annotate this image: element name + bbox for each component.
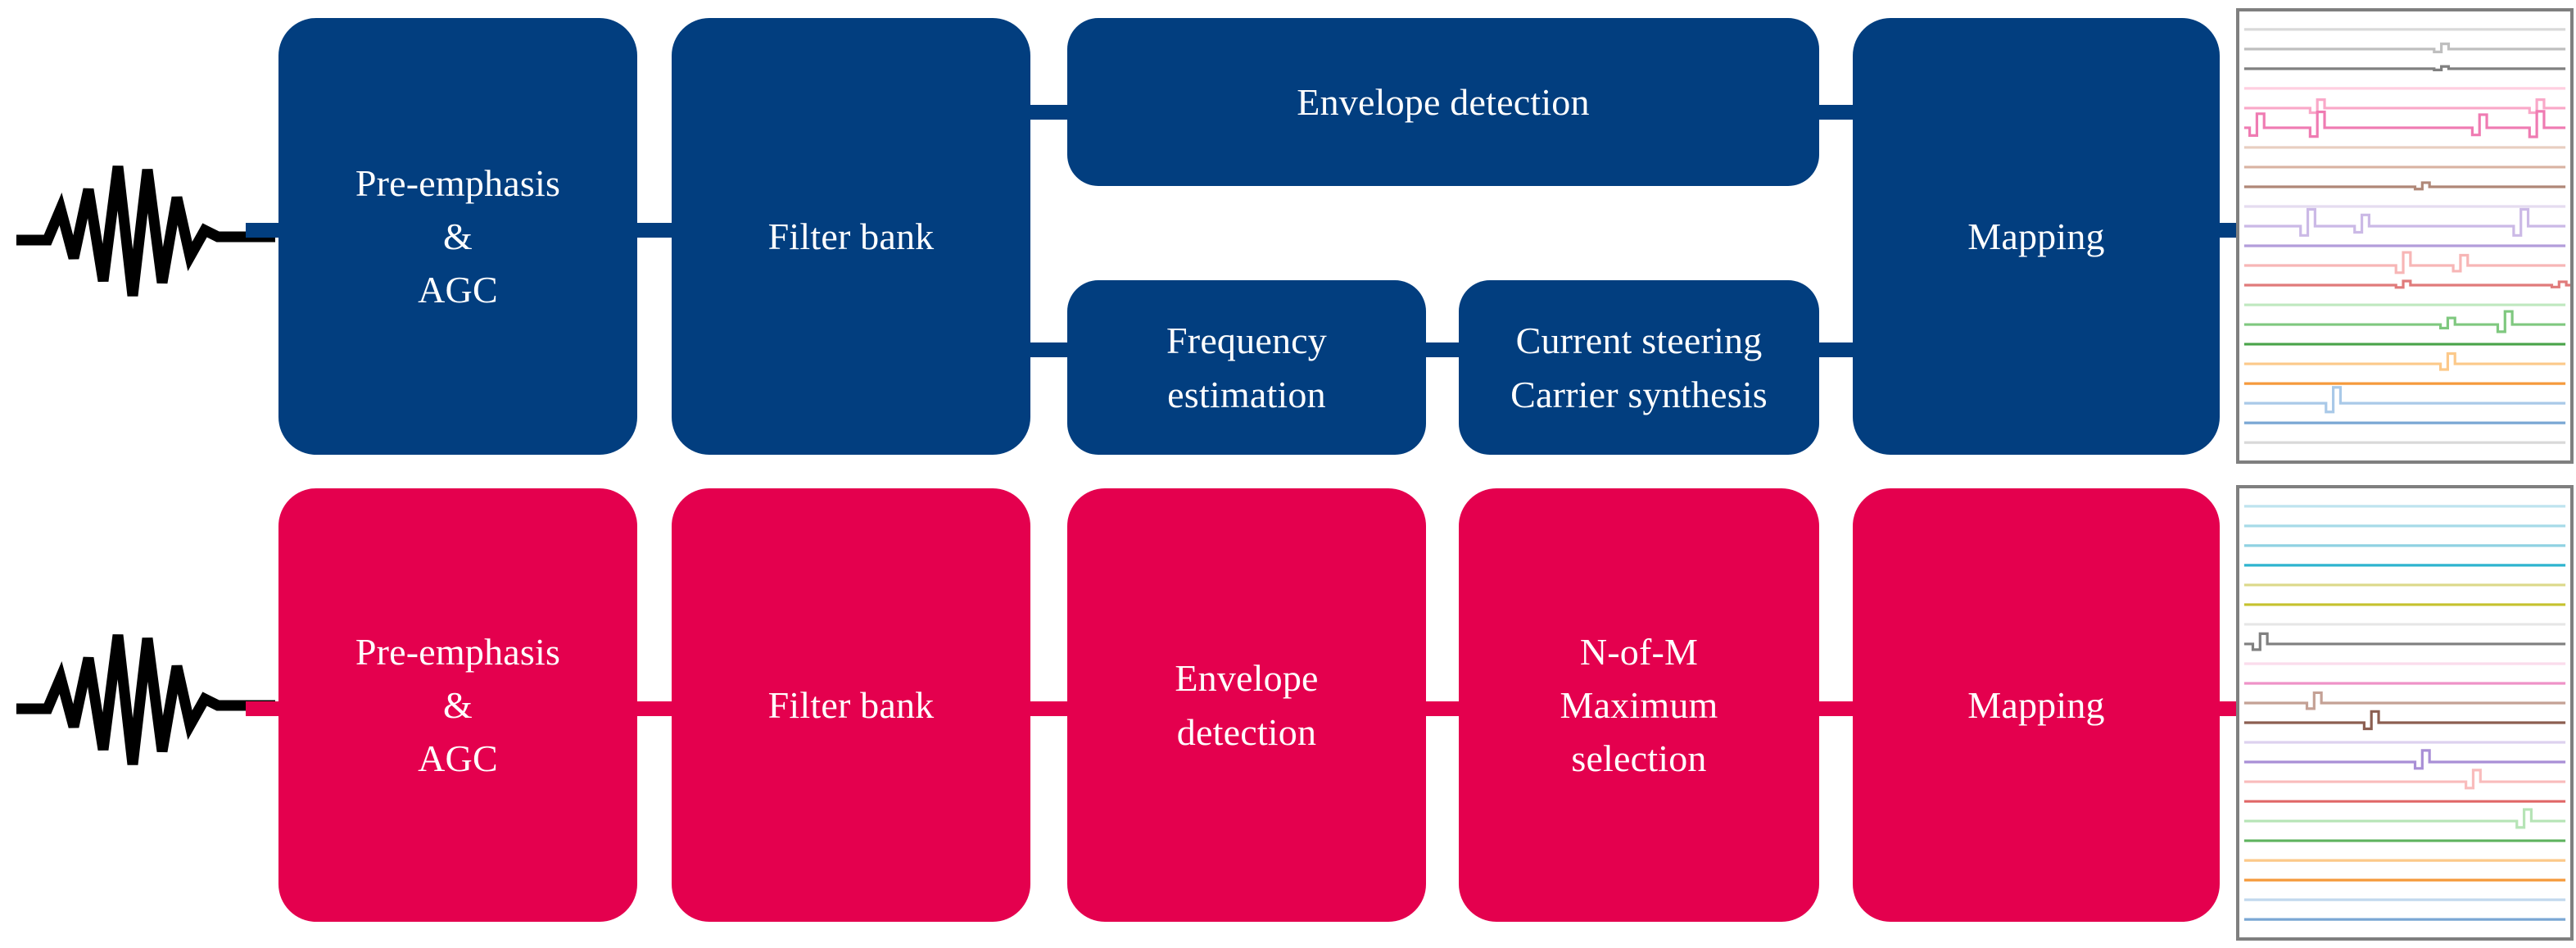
block-envelope-detection[interactable]: Envelope detection <box>1067 18 1819 186</box>
block-label-line: AGC <box>418 737 498 780</box>
block-label-line: Carrier synthesis <box>1510 373 1768 415</box>
block-label-line: AGC <box>418 269 498 311</box>
electrodogram-channel-trace <box>2244 183 2565 189</box>
block-n-of-m-maximum-selection[interactable]: N-of-M Maximum selection <box>1459 488 1819 922</box>
electrodogram-channel-trace <box>2244 66 2565 70</box>
electrodogram-channel-trace <box>2244 209 2565 235</box>
block-label-line: selection <box>1571 737 1707 780</box>
block-label-line: Pre-emphasis <box>355 161 561 204</box>
block-label-line: Filter bank <box>767 215 935 257</box>
electrodogram-channel-trace <box>2244 810 2565 828</box>
electrodogram-channel-trace <box>2244 100 2565 113</box>
block-label-line: Maximum <box>1560 683 1718 726</box>
block-label-line: Pre-emphasis <box>355 630 561 673</box>
block-label-line: & <box>443 683 473 726</box>
block-label-line: & <box>443 215 473 257</box>
electrodogram-bottom <box>2236 485 2574 941</box>
electrodogram-channel-trace <box>2244 281 2570 288</box>
block-mapping[interactable]: Mapping <box>1853 488 2220 922</box>
electrodogram-channel-trace <box>2244 252 2565 273</box>
block-filter-bank[interactable]: Filter bank <box>672 488 1030 922</box>
electrodogram-channel-trace <box>2244 111 2565 137</box>
electrodogram-channel-trace <box>2244 354 2565 370</box>
block-label-line: N-of-M <box>1579 630 1699 673</box>
block-label-line: Filter bank <box>767 683 935 726</box>
connector-current-steering-to-mapping <box>1813 342 1859 357</box>
electrodogram-channel-trace <box>2244 711 2565 728</box>
connector-filter-bank-to-envelope-detection <box>1025 105 1071 120</box>
electrodogram-channel-trace <box>2244 388 2565 412</box>
block-label-line: detection <box>1176 710 1317 753</box>
connector-filter-bank-to-envelope-detection <box>1025 701 1071 716</box>
block-label-line: Frequency <box>1166 320 1327 362</box>
connector-filter-bank-to-frequency-estimation <box>1025 342 1071 357</box>
block-label-line: Current steering <box>1515 320 1763 362</box>
block-frequency-estimation[interactable]: Frequency estimation <box>1067 280 1426 455</box>
electrodogram-top <box>2236 8 2574 464</box>
connector-pre-emphasis-to-filter-bank <box>632 701 677 716</box>
block-mapping[interactable]: Mapping <box>1853 18 2220 455</box>
electrodogram-channel-trace <box>2244 751 2565 769</box>
block-label-line: Mapping <box>1967 683 2105 726</box>
block-label-line: estimation <box>1167 373 1326 415</box>
connector-envelope-detection-to-mapping <box>1813 105 1859 120</box>
electrodogram-channel-trace <box>2244 633 2565 649</box>
connector-n-of-m-to-mapping <box>1813 701 1859 716</box>
electrodogram-channel-trace <box>2244 311 2565 332</box>
block-current-steering-carrier-synthesis[interactable]: Current steering Carrier synthesis <box>1459 280 1819 455</box>
block-envelope-detection[interactable]: Envelope detection <box>1067 488 1426 922</box>
electrodogram-channel-trace <box>2244 770 2565 788</box>
block-label-line: Mapping <box>1967 215 2105 257</box>
block-label-line: Envelope detection <box>1297 80 1590 123</box>
block-pre-emphasis-agc[interactable]: Pre-emphasis & AGC <box>278 18 637 455</box>
sound-waveform-icon <box>15 158 277 302</box>
sound-waveform-icon <box>15 393 277 765</box>
electrodogram-channel-trace <box>2244 43 2565 52</box>
block-filter-bank[interactable]: Filter bank <box>672 18 1030 455</box>
connector-envelope-detection-to-n-of-m <box>1421 701 1464 716</box>
block-label-line: Envelope <box>1175 657 1319 700</box>
connector-frequency-estimation-to-current-steering <box>1421 342 1464 357</box>
connector-pre-emphasis-to-filter-bank <box>632 223 677 238</box>
electrodogram-channel-trace <box>2244 692 2565 708</box>
block-pre-emphasis-agc[interactable]: Pre-emphasis & AGC <box>278 488 637 922</box>
